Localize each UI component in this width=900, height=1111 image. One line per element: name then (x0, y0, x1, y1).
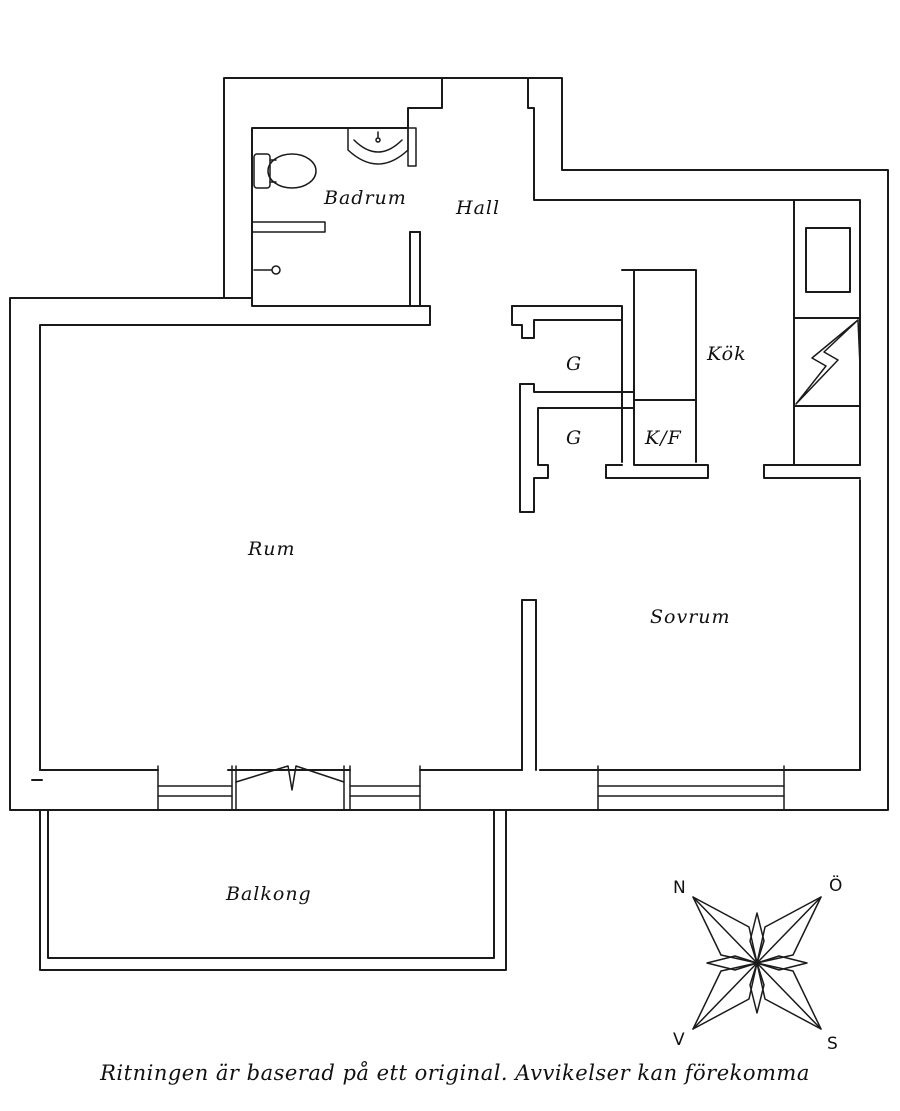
balcony-door (235, 765, 345, 811)
room-label-garderob-1: G (566, 353, 582, 375)
stove-icon (795, 319, 861, 405)
room-label-hall: Hall (455, 197, 500, 219)
room-label-kf: K/F (644, 427, 682, 449)
bathroom (251, 127, 431, 326)
south-windows (157, 765, 785, 811)
window-middle (349, 765, 421, 811)
compass-south: S (827, 1034, 838, 1054)
appliance-box (805, 227, 851, 293)
window-left (157, 765, 233, 811)
room-label-garderob-2: G (566, 427, 582, 449)
interior-walls (521, 599, 537, 771)
kitchen (605, 199, 861, 479)
room-label-sovrum: Sovrum (650, 606, 731, 628)
toilet-icon (253, 153, 317, 189)
window-right (597, 765, 785, 811)
room-label-rum: Rum (247, 538, 296, 560)
compass-star-icon (692, 896, 822, 1030)
sink-icon (347, 127, 409, 165)
shower-icon (253, 265, 281, 275)
footer-disclaimer: Ritningen är baserad på ett original. Av… (99, 1061, 810, 1085)
compass-west: V (673, 1030, 685, 1050)
wardrobes (511, 305, 635, 513)
room-label-kok: Kök (706, 343, 747, 365)
balcony (39, 809, 507, 971)
compass-east: Ö (829, 874, 842, 896)
compass-north: N (673, 878, 686, 898)
room-label-badrum: Badrum (323, 187, 407, 209)
compass-rose: N Ö S V (673, 874, 842, 1054)
room-label-balkong: Balkong (225, 883, 312, 905)
outer-walls (9, 77, 889, 811)
